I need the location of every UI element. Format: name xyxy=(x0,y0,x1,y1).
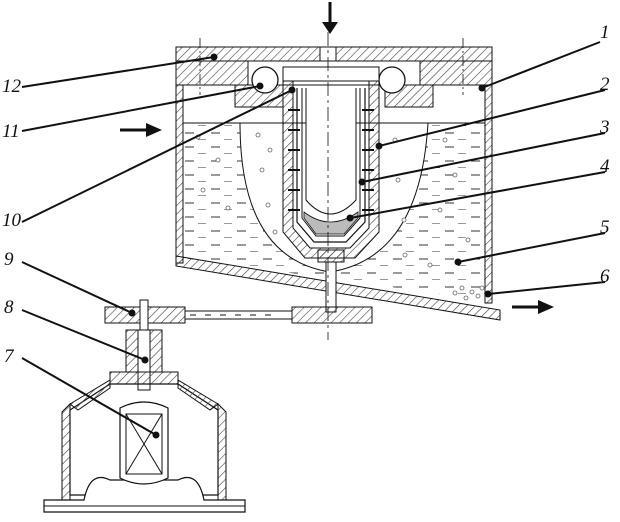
callout-3: 3 xyxy=(599,117,610,138)
leader-lines xyxy=(21,41,606,439)
callout-7: 7 xyxy=(4,346,15,367)
callout-4: 4 xyxy=(600,156,610,177)
callout-labels: 1 2 3 4 5 6 7 8 9 10 11 12 xyxy=(2,22,610,367)
motor-assembly xyxy=(43,329,246,513)
callout-2: 2 xyxy=(600,74,610,95)
outlet-arrow xyxy=(512,300,554,314)
belt-drive xyxy=(104,299,373,331)
rotor-basket xyxy=(282,80,380,313)
callout-1: 1 xyxy=(600,22,610,43)
callout-12: 12 xyxy=(2,76,22,97)
callout-5: 5 xyxy=(600,217,610,238)
callout-11: 11 xyxy=(2,121,20,142)
inlet-side-arrow xyxy=(120,123,162,137)
callout-10: 10 xyxy=(2,210,22,231)
bearing-left xyxy=(251,66,279,94)
particles xyxy=(195,132,485,301)
callout-9: 9 xyxy=(4,249,14,270)
callout-8: 8 xyxy=(4,297,14,318)
bearing-right xyxy=(378,66,406,94)
flow-arrows xyxy=(120,2,554,314)
callout-6: 6 xyxy=(600,266,610,287)
inlet-top-arrow xyxy=(322,2,338,34)
